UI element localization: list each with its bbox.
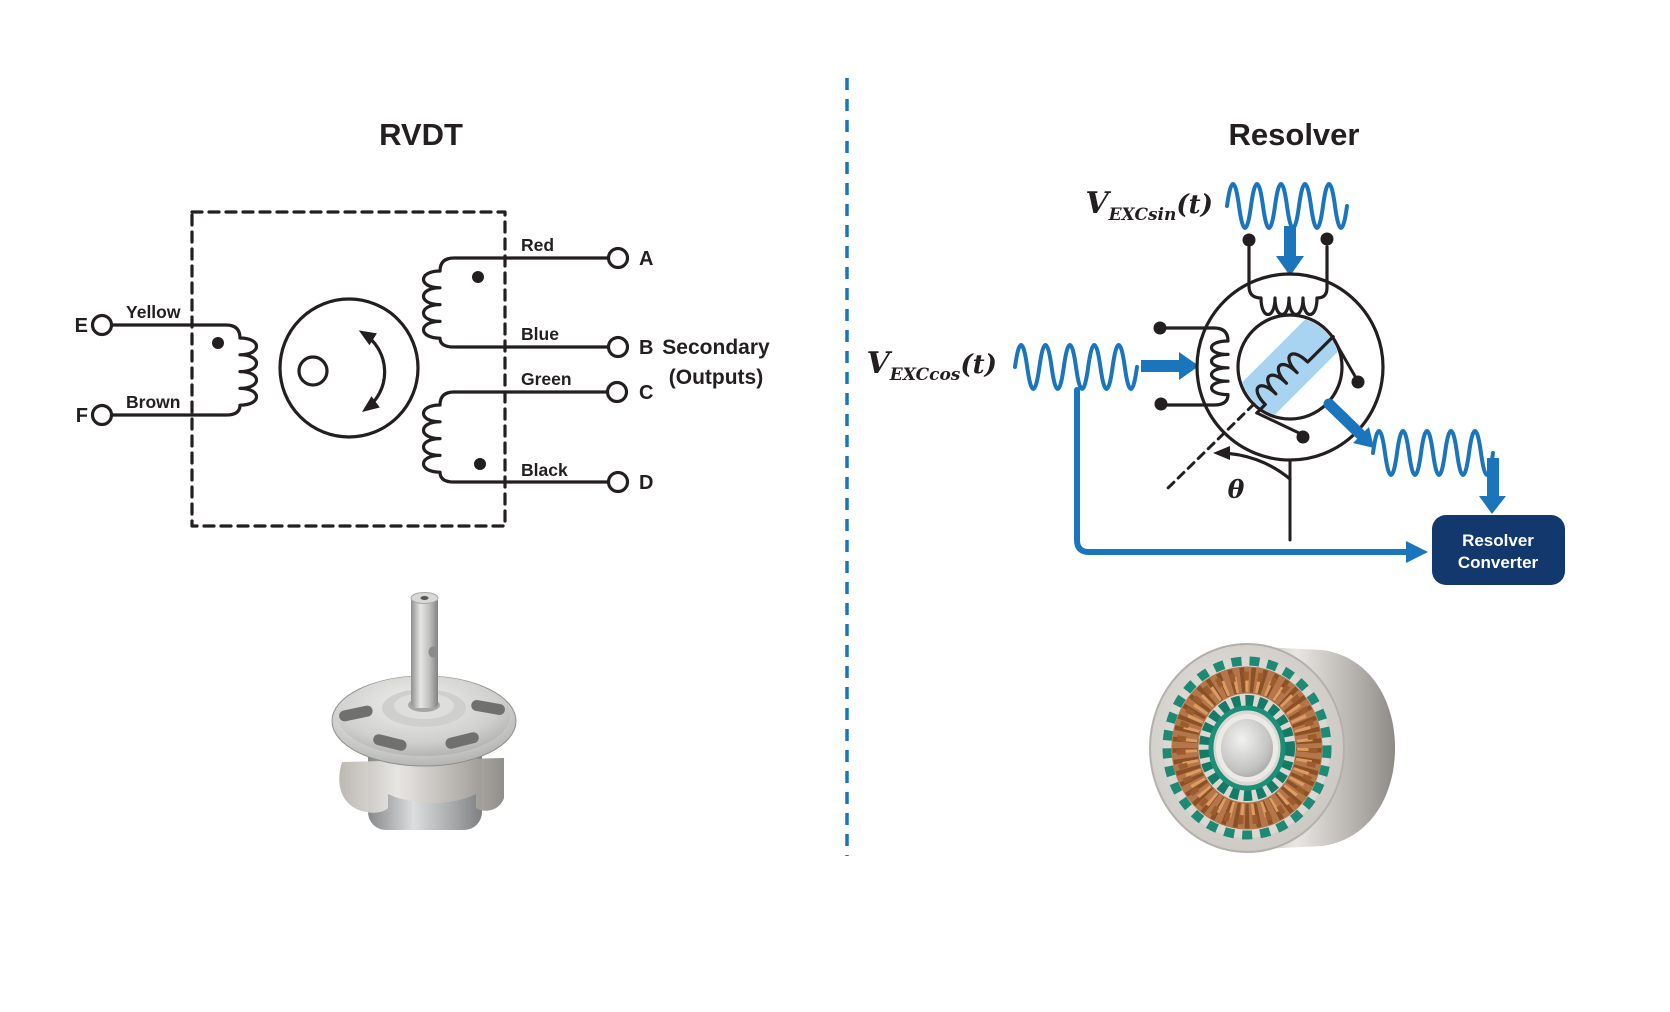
rotor-lead-bottom [1255,411,1301,435]
rotation-arrow-icon [358,330,387,412]
sin-lead-dot-left [1242,233,1256,247]
output-down-arrow-icon [1479,458,1506,514]
terminal-e-label: E [75,315,88,337]
rvdt-secondary-coil-top [421,256,611,349]
rotor-lead-dot-bottom [1296,430,1310,444]
converter-label-line1: Resolver [1462,531,1534,550]
rvdt-housing-dashed-box [190,210,507,528]
resolver-title: Resolver [1229,117,1360,152]
terminal-f [90,403,114,427]
cos-lead-dot-top [1153,321,1167,335]
cos-input-arrow-icon [1141,352,1199,380]
terminal-c [605,380,629,404]
rvdt-secondary-coil-bottom [421,390,611,484]
sin-input-arrow-icon [1276,226,1304,276]
vexccos-label: VEXCcos(t) [866,346,997,385]
theta-angle-arc-icon [1213,445,1292,481]
rotor-coil [1255,334,1335,415]
wire-label-red: Red [521,235,554,255]
wire-label-brown: Brown [126,392,180,412]
resolver-photo [1149,643,1395,853]
terminal-b-label: B [639,337,653,359]
rvdt-rotor-circle [278,297,420,439]
terminal-d-label: D [639,472,653,494]
terminal-a [606,246,630,270]
terminal-f-label: F [76,405,88,427]
rvdt-title: RVDT [379,117,463,152]
resolver-cos-coil [1165,326,1230,407]
resolver-rotor-circle [1236,313,1344,421]
rvdt-rotor-shaft-hole [297,355,329,387]
primary-phase-dot [212,337,224,349]
output-wave-icon [1371,429,1495,477]
wire-label-yellow: Yellow [126,302,181,322]
wire-label-blue: Blue [521,324,559,344]
rotor-lead-dot-right [1351,375,1365,389]
cos-feed-line [1074,387,1428,563]
sin-excitation-wave-icon [1225,182,1349,230]
cos-excitation-wave-icon [1013,343,1139,391]
terminal-c-label: C [639,382,653,404]
secondary-bottom-phase-dot [474,458,486,470]
vexcsin-label: VEXCsin(t) [1085,186,1213,225]
sin-lead-dot-right [1320,232,1334,246]
converter-label-line2: Converter [1458,553,1539,572]
secondary-top-phase-dot [472,271,484,283]
terminal-a-label: A [639,248,653,270]
secondary-caption-line1: Secondary [662,336,770,359]
wire-label-green: Green [521,369,572,389]
terminal-d [606,470,630,494]
terminal-b [606,335,630,359]
rotor-lead-right [1331,336,1358,380]
output-arrow-icon [1323,398,1374,448]
resolver-sin-coil [1247,245,1329,317]
wire-label-black: Black [521,460,568,480]
cos-lead-dot-bottom [1154,397,1168,411]
rvdt-primary-coil [109,323,259,417]
theta-label: θ [1228,475,1245,504]
rotor-axis-dashed-line [1165,402,1256,491]
secondary-caption-line2: (Outputs) [669,366,763,389]
rvdt-photo [331,592,517,830]
resolver-converter-box [1432,515,1565,585]
terminal-e [90,313,114,337]
